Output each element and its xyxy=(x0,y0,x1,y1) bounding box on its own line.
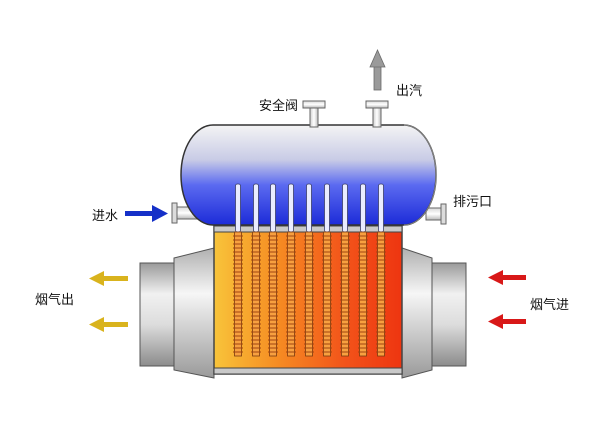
heat-pipe-bundle xyxy=(233,183,386,357)
steam-outlet-nozzle xyxy=(365,100,389,128)
blowdown-pipe xyxy=(425,203,447,225)
heat-pipe xyxy=(340,183,350,357)
blowdown-label: 排污口 xyxy=(453,195,493,210)
heat-pipe xyxy=(251,183,261,357)
steam-out-label: 出汽 xyxy=(396,84,423,99)
heat-pipe xyxy=(268,183,278,357)
flue-gas-out-label: 烟气出 xyxy=(35,293,75,308)
heat-pipe xyxy=(286,183,296,357)
water-in-label: 进水 xyxy=(92,209,119,224)
heat-pipe xyxy=(233,183,243,357)
heat-pipe xyxy=(358,183,368,357)
steam-drum xyxy=(180,124,437,226)
flue-gas-outlet-duct xyxy=(139,247,215,379)
heat-pipe xyxy=(376,183,386,357)
heat-pipe xyxy=(304,183,314,357)
steam-arrow-icon xyxy=(369,49,386,91)
water-in-arrow-icon xyxy=(125,205,168,222)
safety-valve-nozzle xyxy=(302,100,326,128)
flue-gas-in-arrow-icon xyxy=(488,270,526,329)
flue-gas-inlet-duct xyxy=(401,247,467,379)
heat-pipe xyxy=(322,183,332,357)
safety-valve-label: 安全阀 xyxy=(259,99,299,114)
flue-gas-out-arrow-icon xyxy=(89,271,128,332)
flue-gas-in-label: 烟气进 xyxy=(530,298,570,313)
